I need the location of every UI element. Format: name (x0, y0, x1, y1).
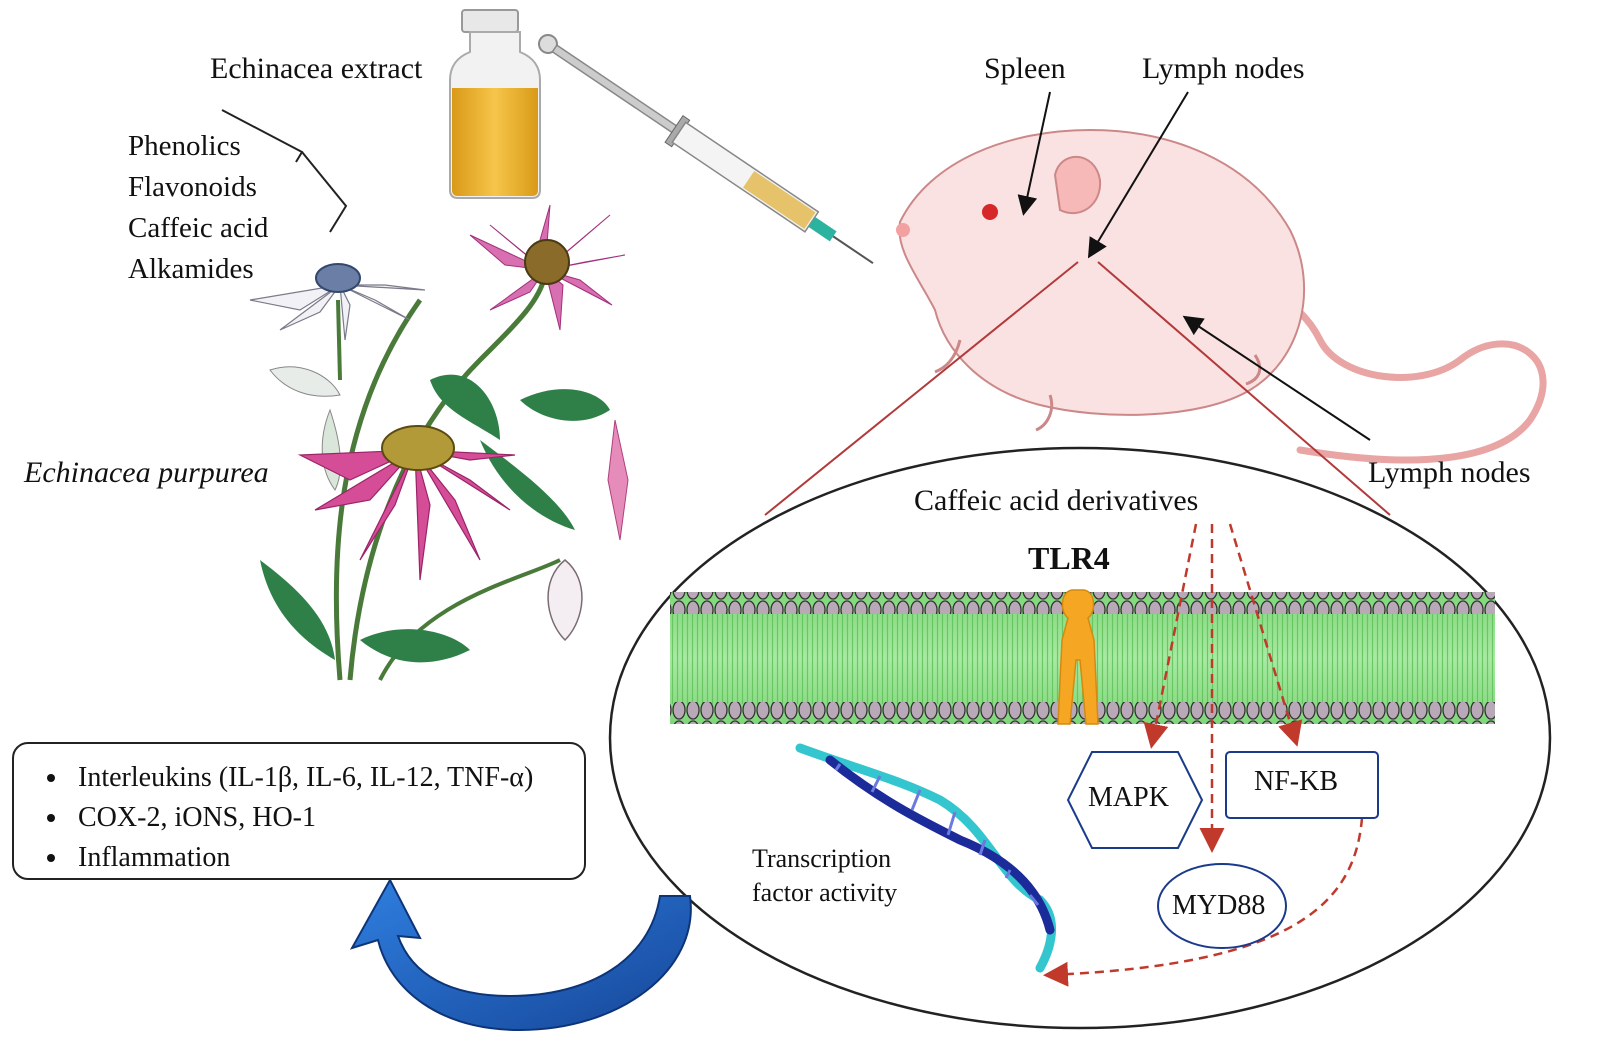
compound-bracket (221, 109, 348, 233)
tlr4-receptor (1057, 589, 1099, 725)
transcription-label-line2: factor activity (752, 878, 898, 907)
extract-bottle (449, 9, 541, 199)
lymph-nodes-right-label: Lymph nodes (1368, 456, 1531, 489)
dna-helix-icon (795, 743, 1057, 973)
echinacea-plant-illustration (249, 204, 629, 681)
cell-zoom-ellipse (608, 446, 1552, 1030)
compound-list: Phenolics Flavonoids Caffeic acid Alkami… (128, 126, 268, 290)
syringe (538, 34, 874, 265)
pathway-arrows (1043, 523, 1364, 987)
compound-item: Flavonoids (128, 171, 257, 203)
spleen-pointer (1017, 91, 1051, 216)
caffeic-derivatives-label: Caffeic acid derivatives (914, 484, 1199, 517)
compound-item: Alkamides (128, 253, 254, 285)
lymph-nodes-top-pointer (1087, 91, 1189, 259)
effect-item: Inflammation (70, 838, 584, 878)
species-label: Echinacea purpurea (24, 456, 269, 489)
effects-box: Interleukins (IL-1β, IL-6, IL-12, TNF-α)… (12, 742, 586, 880)
lymph-nodes-top-label: Lymph nodes (1142, 52, 1305, 85)
spleen-label: Spleen (984, 52, 1066, 85)
zoom-line-left (764, 261, 1079, 516)
nfkb-label: NF-KB (1254, 766, 1339, 797)
myd88-label: MYD88 (1172, 890, 1266, 921)
compound-item: Phenolics (128, 130, 241, 162)
compound-item: Caffeic acid (128, 212, 269, 244)
effect-item: Interleukins (IL-1β, IL-6, IL-12, TNF-α) (70, 758, 584, 798)
transcription-label-line1: Transcription (752, 844, 892, 873)
cycle-arrow (349, 877, 692, 1032)
mapk-label: MAPK (1088, 782, 1169, 813)
mapk-node (1066, 751, 1204, 849)
nfkb-node (1225, 751, 1379, 819)
lymph-nodes-right-pointer (1182, 315, 1371, 441)
myd88-node (1157, 863, 1287, 949)
zoom-line-right (1097, 261, 1391, 516)
rat-illustration (896, 128, 1547, 464)
extract-label: Echinacea extract (210, 52, 423, 85)
tlr4-label: TLR4 (1028, 540, 1110, 576)
effect-item: COX-2, iONS, HO-1 (70, 798, 584, 838)
